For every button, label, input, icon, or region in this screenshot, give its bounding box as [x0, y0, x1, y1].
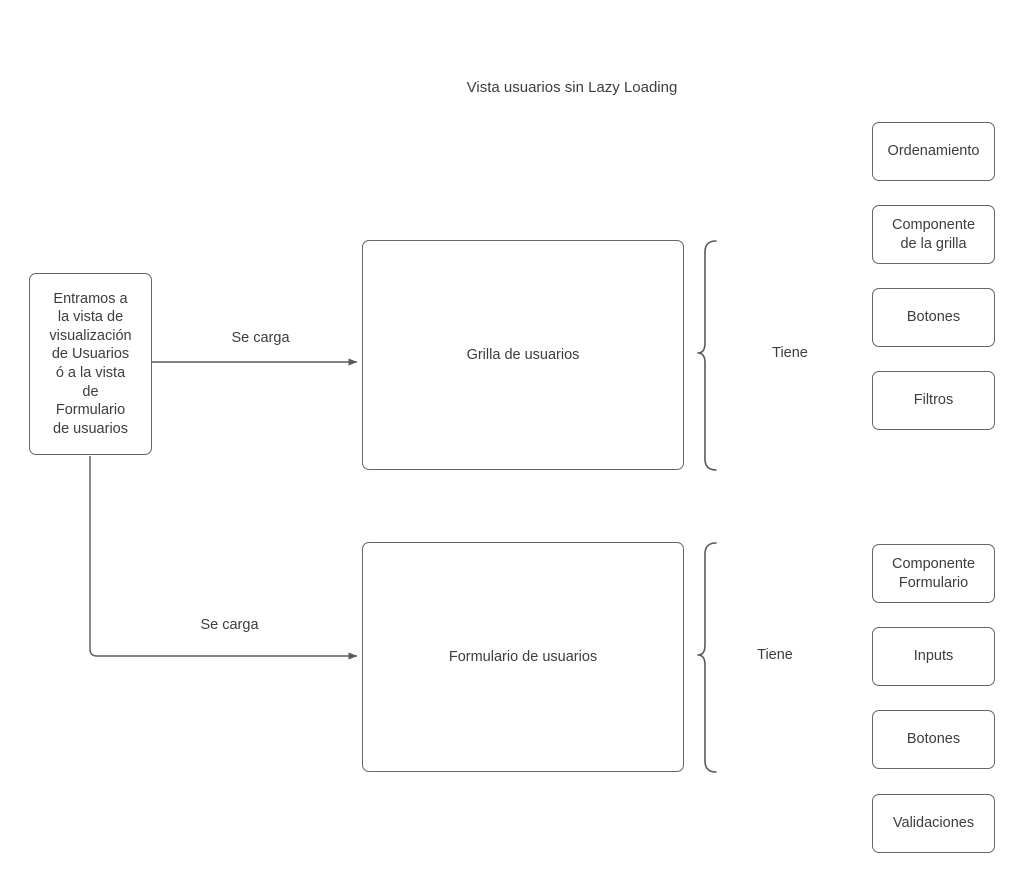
brace-label-tiene-grilla: Tiene [772, 345, 808, 361]
brace-label-tiene-formulario: Tiene [757, 647, 793, 663]
edge-label-se-carga-formulario: Se carga [174, 617, 285, 633]
node-entry-point[interactable]: Entramos a la vista de visualización de … [29, 273, 152, 455]
node-attr-botones-grilla[interactable]: Botones [872, 288, 995, 347]
edge-label-se-carga-grilla: Se carga [205, 330, 316, 346]
node-formulario-de-usuarios[interactable]: Formulario de usuarios [362, 542, 684, 772]
node-attr-botones-formulario[interactable]: Botones [872, 710, 995, 769]
node-grilla-de-usuarios[interactable]: Grilla de usuarios [362, 240, 684, 470]
node-attr-validaciones[interactable]: Validaciones [872, 794, 995, 853]
brace-formulario [697, 542, 717, 773]
node-attr-componente-de-la-grilla[interactable]: Componente de la grilla [872, 205, 995, 264]
node-attr-filtros[interactable]: Filtros [872, 371, 995, 430]
node-attr-componente-formulario[interactable]: Componente Formulario [872, 544, 995, 603]
diagram-title: Vista usuarios sin Lazy Loading [466, 79, 678, 96]
node-attr-inputs[interactable]: Inputs [872, 627, 995, 686]
node-attr-ordenamiento[interactable]: Ordenamiento [872, 122, 995, 181]
brace-grilla [697, 240, 717, 471]
